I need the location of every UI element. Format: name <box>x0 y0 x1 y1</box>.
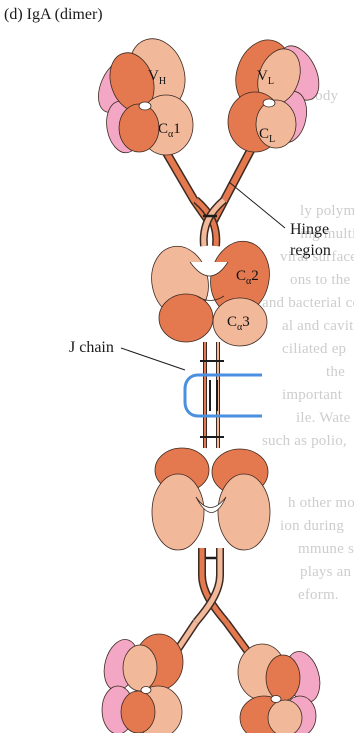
bottom-fc-region <box>152 448 270 550</box>
j-chain-label: J chain <box>69 339 114 356</box>
top-monomer <box>91 31 327 346</box>
hinge-label-line2: region <box>290 242 331 259</box>
bottom-right-arm <box>238 644 325 733</box>
j-chain-callout: J chain <box>69 339 185 370</box>
tailpieces <box>200 342 224 448</box>
bottom-hinge <box>176 548 248 652</box>
bottom-monomer <box>99 448 325 733</box>
bottom-left-arm <box>99 634 183 733</box>
j-chain-shape <box>185 375 262 416</box>
top-fc-region <box>145 236 276 346</box>
top-hinge <box>196 200 224 246</box>
hinge-label-line1: Hinge <box>290 221 329 238</box>
panel-label: (d) IgA (dimer) <box>4 6 103 23</box>
